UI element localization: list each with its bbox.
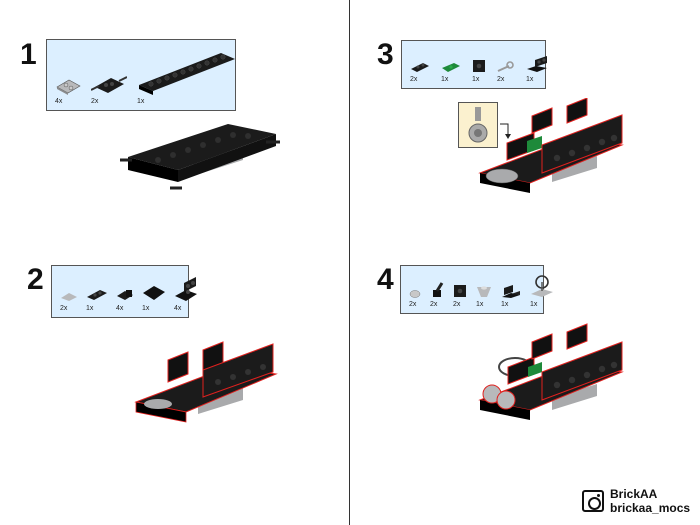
- black-seat-icon: [502, 285, 520, 298]
- page-divider: [349, 0, 350, 525]
- part-item: 1x: [530, 274, 554, 308]
- part-item: 2x: [453, 282, 467, 308]
- light-gray-plate-2x2-icon: [56, 79, 81, 95]
- step-number: 4: [377, 263, 394, 296]
- parts-list-step-2: 2x 1x 4x 1x 4x: [51, 265, 197, 318]
- step-number: 3: [377, 38, 394, 71]
- part-item: 1x: [501, 284, 521, 308]
- part-item: 2x: [497, 61, 515, 83]
- part-item: 2x: [410, 61, 430, 83]
- part-quantity: 2x: [410, 76, 418, 83]
- part-item: 2x: [409, 289, 421, 308]
- part-item: 1x: [441, 61, 461, 83]
- part-quantity: 2x: [453, 301, 461, 308]
- part-quantity: 1x: [526, 76, 534, 83]
- light-gray-slope-icon: [477, 286, 491, 297]
- step-4-model: [478, 323, 624, 420]
- sub-assembly-callout: [458, 102, 498, 148]
- part-item: 4x: [116, 288, 134, 312]
- black-bracket-2x2-icon: [527, 56, 547, 72]
- brand-text: BrickAA brickaa_mocs: [610, 487, 690, 515]
- part-item: 1x: [86, 288, 108, 312]
- part-quantity: 4x: [174, 305, 182, 312]
- arrow-icon: [500, 123, 511, 139]
- part-quantity: 1x: [142, 305, 150, 312]
- brand-logo: BrickAA brickaa_mocs: [582, 487, 690, 515]
- part-quantity: 1x: [476, 301, 484, 308]
- part-item: 2x: [91, 73, 127, 105]
- part-item: 1x: [142, 284, 166, 312]
- step-1-model-chassis: [120, 124, 280, 190]
- part-quantity: 2x: [430, 301, 438, 308]
- green-jumper-plate-icon: [442, 63, 460, 72]
- part-quantity: 2x: [409, 301, 417, 308]
- black-plate-2x10-icon: [139, 53, 235, 95]
- step-2-model: [134, 341, 278, 423]
- gray-bar-holder-clip-icon: [497, 61, 514, 72]
- part-quantity: 1x: [530, 301, 538, 308]
- black-plate-1x2-icon: [87, 290, 107, 300]
- part-quantity: 1x: [472, 76, 480, 83]
- black-brick-studs-side-icon: [454, 285, 466, 297]
- black-tile-2x2-icon: [143, 286, 165, 300]
- step-number: 1: [20, 38, 37, 71]
- parts-list-step-4: 2x 2x 2x 1x 1x 1x: [400, 265, 553, 314]
- part-item: 1x: [137, 51, 237, 105]
- part-quantity: 1x: [441, 76, 449, 83]
- part-item: 1x: [472, 57, 486, 83]
- part-quantity: 4x: [116, 305, 124, 312]
- part-quantity: 1x: [137, 98, 145, 105]
- steering-wheel-icon: [531, 275, 553, 297]
- black-lever-icon: [433, 282, 444, 297]
- brand-name: BrickAA: [610, 487, 658, 501]
- part-quantity: 2x: [60, 305, 68, 312]
- step-number: 2: [27, 263, 44, 296]
- part-item: 4x: [174, 276, 198, 312]
- part-item: 4x: [55, 77, 81, 105]
- bar-holder-clip-subassembly-icon: [468, 107, 488, 143]
- part-quantity: 2x: [497, 76, 505, 83]
- black-bracket-1x1-icon: [117, 290, 133, 300]
- black-bracket-2x2-icon: [175, 277, 197, 301]
- parts-list-step-3: 2x 1x 1x 2x 1x: [401, 40, 548, 89]
- part-item: 2x: [60, 292, 78, 312]
- part-quantity: 1x: [86, 305, 94, 312]
- light-gray-wedge-plate-icon: [61, 293, 77, 301]
- part-quantity: 4x: [55, 98, 63, 105]
- instagram-icon: [582, 490, 604, 512]
- part-item: 1x: [526, 55, 548, 83]
- black-plate-1x2-icon: [411, 63, 429, 72]
- black-brick-studs-side-icon: [473, 60, 485, 72]
- part-quantity: 1x: [501, 301, 509, 308]
- part-item: 1x: [476, 284, 492, 308]
- part-item: 2x: [430, 280, 444, 308]
- brand-handle: brickaa_mocs: [610, 501, 691, 515]
- light-gray-round-plate-icon: [409, 290, 421, 298]
- parts-list-step-1: 4x 2x 1x: [46, 39, 236, 111]
- black-wheel-holder-plate-icon: [91, 76, 127, 93]
- part-quantity: 2x: [91, 98, 99, 105]
- step-3-model: [478, 98, 624, 193]
